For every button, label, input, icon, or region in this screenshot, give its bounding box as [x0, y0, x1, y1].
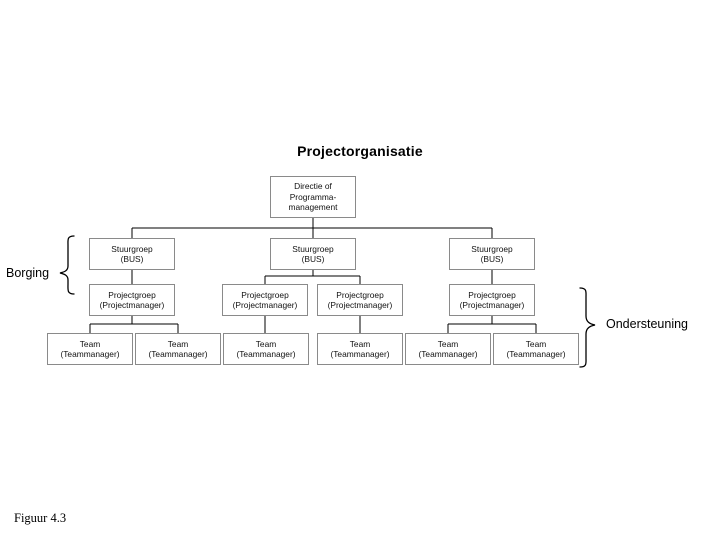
node-team-2-line1: Team: [167, 338, 189, 349]
node-team-5-line2: (Teammanager): [418, 349, 478, 359]
node-team-2-line2: (Teammanager): [148, 349, 208, 359]
brace-label-ondersteuning: Ondersteuning: [606, 317, 689, 331]
node-projectgroep-1-line1: Projectgroep: [108, 289, 156, 300]
node-team-4[interactable]: Team (Teammanager): [317, 333, 403, 365]
node-stuurgroep-2-line2: (BUS): [301, 254, 325, 264]
node-projectgroep-1-line2: (Projectmanager): [99, 300, 165, 310]
node-team-1-line1: Team: [79, 338, 101, 349]
node-stuurgroep-1-line2: (BUS): [120, 254, 144, 264]
node-stuurgroep-1-line1: Stuurgroep: [111, 243, 153, 254]
node-root-line1: Directie of: [294, 181, 332, 192]
node-projectgroep-1[interactable]: Projectgroep (Projectmanager): [89, 284, 175, 316]
node-projectgroep-3[interactable]: Projectgroep (Projectmanager): [317, 284, 403, 316]
node-team-2[interactable]: Team (Teammanager): [135, 333, 221, 365]
page-title: Projectorganisatie: [297, 143, 423, 159]
node-team-4-line2: (Teammanager): [330, 349, 390, 359]
node-projectgroep-4[interactable]: Projectgroep (Projectmanager): [449, 284, 535, 316]
node-projectgroep-2-line1: Projectgroep: [241, 289, 289, 300]
node-projectgroep-2-line2: (Projectmanager): [232, 300, 298, 310]
node-team-5-line1: Team: [437, 338, 459, 349]
node-team-1-line2: (Teammanager): [60, 349, 120, 359]
node-stuurgroep-3-line2: (BUS): [480, 254, 504, 264]
node-team-6-line2: (Teammanager): [506, 349, 566, 359]
node-stuurgroep-3[interactable]: Stuurgroep (BUS): [449, 238, 535, 270]
node-projectgroep-3-line2: (Projectmanager): [327, 300, 393, 310]
node-projectgroep-3-line1: Projectgroep: [336, 289, 384, 300]
node-team-3[interactable]: Team (Teammanager): [223, 333, 309, 365]
node-team-4-line1: Team: [349, 338, 371, 349]
node-stuurgroep-2-line1: Stuurgroep: [292, 243, 334, 254]
brace-left-icon: [59, 235, 75, 295]
node-root[interactable]: Directie of Programma- management: [270, 176, 356, 218]
node-stuurgroep-1[interactable]: Stuurgroep (BUS): [89, 238, 175, 270]
node-team-1[interactable]: Team (Teammanager): [47, 333, 133, 365]
node-stuurgroep-3-line1: Stuurgroep: [471, 243, 513, 254]
node-team-5[interactable]: Team (Teammanager): [405, 333, 491, 365]
node-stuurgroep-2[interactable]: Stuurgroep (BUS): [270, 238, 356, 270]
node-team-3-line2: (Teammanager): [236, 349, 296, 359]
node-root-line3: management: [288, 202, 338, 213]
node-team-6-line1: Team: [525, 338, 547, 349]
node-projectgroep-4-line1: Projectgroep: [468, 289, 516, 300]
brace-right-icon: [579, 287, 596, 368]
node-team-6[interactable]: Team (Teammanager): [493, 333, 579, 365]
node-root-line2: Programma-: [289, 191, 337, 202]
figure-caption: Figuur 4.3: [14, 511, 67, 525]
node-projectgroep-4-line2: (Projectmanager): [459, 300, 525, 310]
node-projectgroep-2[interactable]: Projectgroep (Projectmanager): [222, 284, 308, 316]
brace-label-borging: Borging: [6, 266, 50, 280]
node-team-3-line1: Team: [255, 338, 277, 349]
